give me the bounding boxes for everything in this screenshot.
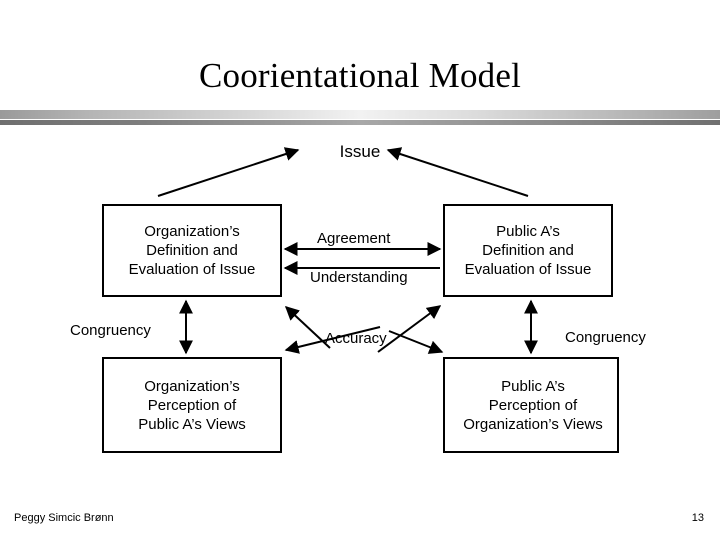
title-divider-dark — [0, 120, 720, 125]
page-title: Coorientational Model — [198, 56, 522, 95]
arrow-accuracy-to-topleft — [284, 306, 331, 349]
node-issue: Issue — [339, 142, 381, 161]
title-divider-light — [0, 110, 720, 119]
label-agreement: Agreement — [317, 230, 391, 247]
footer-author: Peggy Simcic Brønn — [14, 512, 114, 524]
arrow-accuracy-to-topright — [377, 305, 442, 353]
arrow-accuracy-to-bottomright — [388, 330, 444, 354]
label-congruency-left: Congruency — [70, 322, 151, 339]
label-understanding: Understanding — [310, 269, 408, 286]
label-congruency-right: Congruency — [565, 329, 646, 346]
footer-page-number: 13 — [691, 512, 704, 524]
label-accuracy: Accuracy — [325, 330, 387, 347]
